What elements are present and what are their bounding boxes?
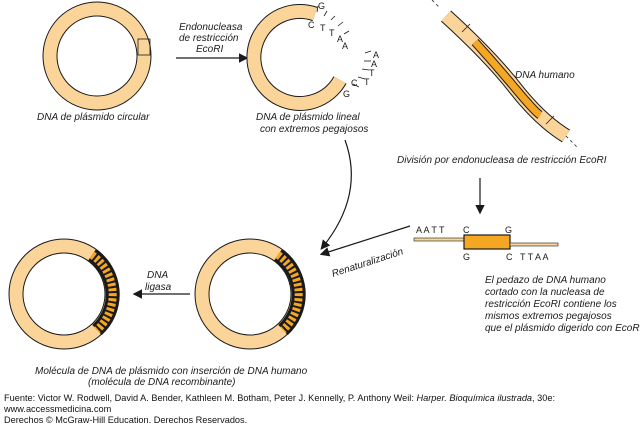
recombinant-plasmid (8, 238, 120, 350)
human-fragment (413, 234, 559, 250)
base-frag-top-left: A A T T (416, 225, 445, 235)
caption-line-2[interactable]: www.accessmedicina.com (4, 404, 112, 414)
base-frag-top-G: G (505, 225, 512, 235)
base-linear-bot-T1: T (369, 68, 375, 78)
label-plasmid-linear-1: DNA de plásmido lineal (256, 112, 360, 123)
base-linear-bot-C: C (351, 78, 358, 88)
linear-plasmid (246, 3, 372, 111)
caption-line-3: Derechos © McGraw-Hill Education. Derech… (4, 415, 248, 425)
label-recombinant-1: Molécula de DNA de plásmido con inserció… (35, 366, 308, 377)
base-linear-top-C: C (308, 20, 315, 30)
base-linear-bot-T2: T (364, 77, 370, 87)
base-frag-bot-G: G (463, 252, 470, 262)
label-endonuclease-1: Endonucleasa (179, 22, 243, 33)
ecori-site (137, 38, 151, 56)
sticky-end-ticks (316, 5, 372, 88)
base-linear-top-T1: T (320, 23, 326, 33)
base-frag-bot-right: T T A A (520, 252, 549, 262)
label-human-dna: DNA humano (515, 70, 575, 81)
label-human-piece-5: que el plásmido digerido con EcoRI (485, 323, 640, 334)
label-plasmid-linear-2: con extremos pegajosos (260, 124, 368, 135)
base-linear-bot-A1: A (373, 50, 379, 60)
base-linear-bot-G: G (343, 89, 350, 99)
label-human-piece-2: cortado con la nucleasa de (485, 287, 605, 298)
base-frag-top-C: C (463, 225, 470, 235)
base-linear-top-A1: A (337, 34, 343, 44)
label-ligasa-1: DNA (147, 270, 168, 281)
human-dna-strand (431, 0, 579, 149)
base-frag-bot-C: C (506, 252, 513, 262)
label-human-piece-3: restricción EcoRI contiene los (485, 299, 617, 310)
label-plasmid-circular: DNA de plásmido circular (37, 112, 150, 123)
annealed-plasmid (194, 238, 306, 350)
base-linear-bot-A2: A (371, 59, 377, 69)
label-human-piece-1: El pedazo de DNA humano (485, 275, 606, 286)
source-caption: Fuente: Victor W. Rodwell, David A. Bend… (4, 393, 636, 426)
label-human-piece-4: mismos extremos pegajosos (485, 311, 612, 322)
arrow-linear-to-renat (320, 139, 352, 250)
label-renaturalizacion: Renaturalización (331, 246, 406, 280)
base-linear-top-T2: T (329, 28, 335, 38)
arrow-fragment-to-renat (319, 225, 411, 257)
label-ligasa-2: ligasa (145, 282, 172, 293)
label-endonuclease-3: EcoRI (196, 44, 223, 55)
base-linear-top-A2: A (342, 41, 348, 51)
label-endonuclease-2: de restricción (179, 33, 239, 44)
caption-line-1: Fuente: Victor W. Rodwell, David A. Bend… (4, 393, 556, 403)
label-recombinant-2: (molécula de DNA recombinante) (88, 377, 235, 388)
base-linear-top-G: G (318, 1, 325, 11)
recombinant-dna-diagram: DNA de plásmido circular Endonucleasa de… (8, 0, 640, 388)
label-division: División por endonucleasa de restricción… (397, 155, 607, 166)
circular-plasmid (42, 1, 152, 111)
